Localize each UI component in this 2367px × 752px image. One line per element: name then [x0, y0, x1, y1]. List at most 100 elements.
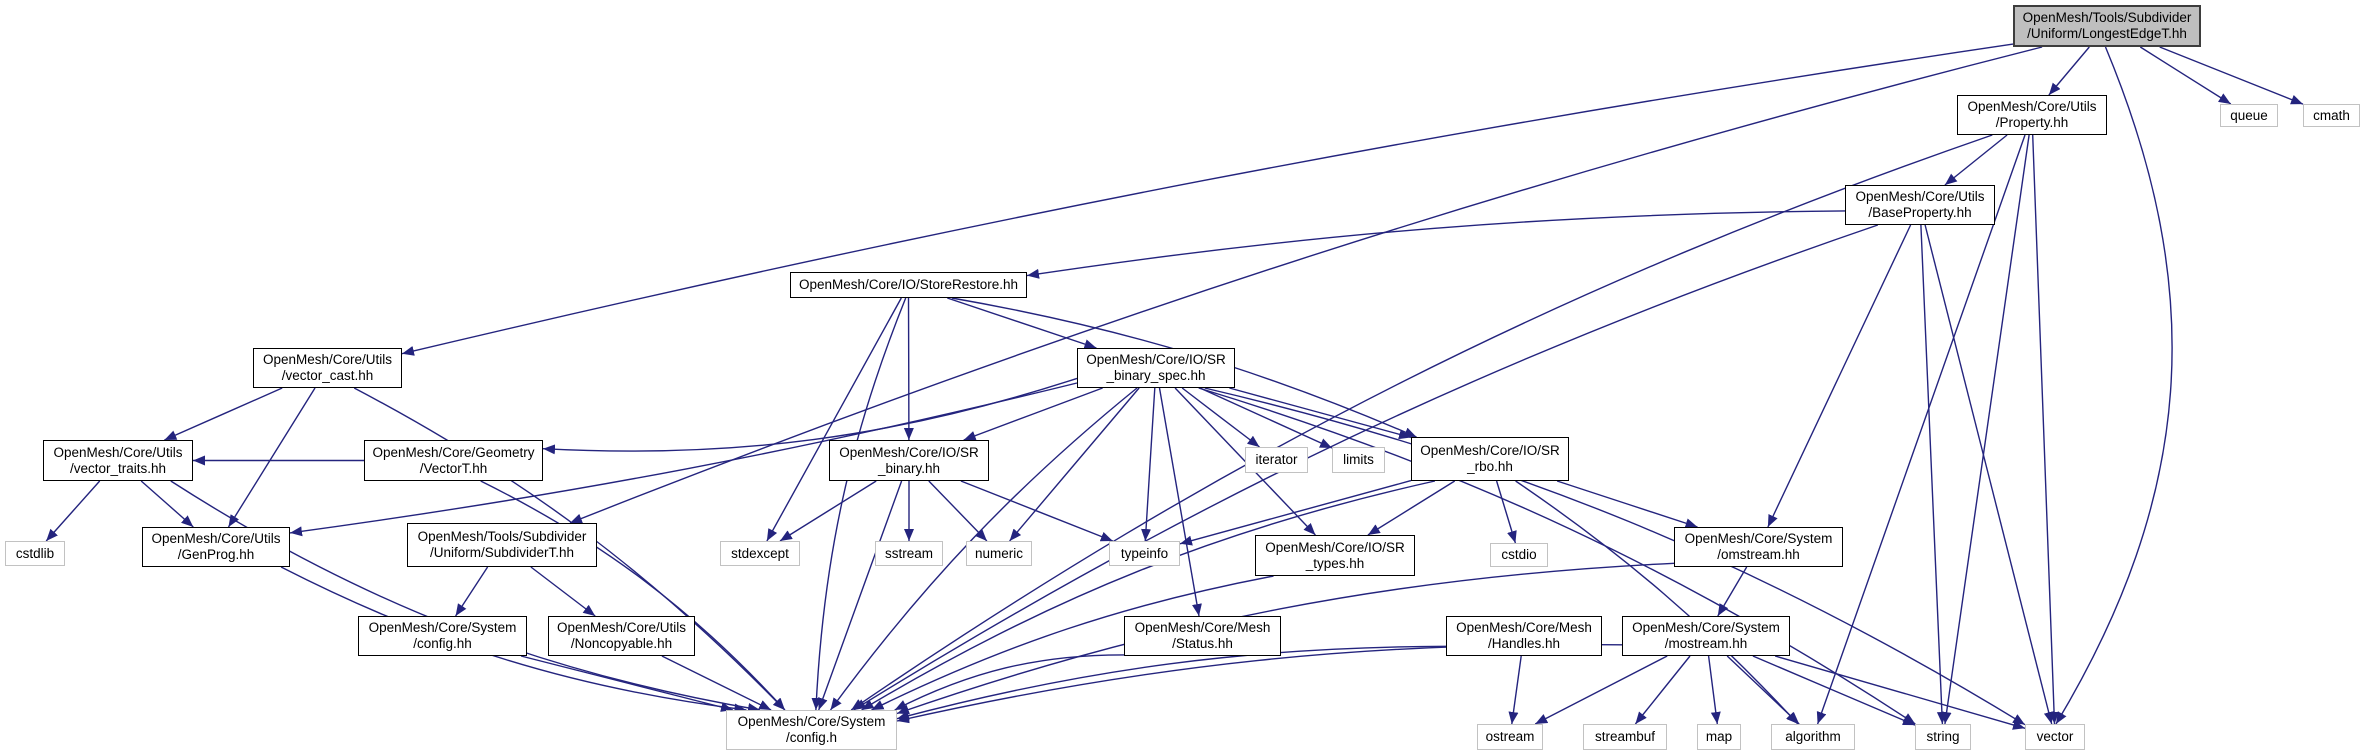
- graph-node-label: streambuf: [1594, 729, 1656, 744]
- graph-node-srrbo[interactable]: OpenMesh/Core/IO/SR _rbo.hh: [1411, 437, 1569, 481]
- edge-storerestore-to-configh: [811, 297, 907, 711]
- edge-vectortraits-to-genprog: [140, 480, 194, 528]
- edge-vectortraits-to-cstdlib: [45, 480, 101, 542]
- edge-omstream-to-configh: [896, 562, 1675, 715]
- graph-node-srbinaryspec[interactable]: OpenMesh/Core/IO/SR _binary_spec.hh: [1077, 348, 1235, 388]
- graph-node-srbinary[interactable]: OpenMesh/Core/IO/SR _binary.hh: [829, 440, 989, 481]
- graph-node-label: OpenMesh/Tools/Subdivider /Uniform/Longe…: [2022, 10, 2192, 41]
- graph-node-label: typeinfo: [1120, 545, 1169, 561]
- edge-srbinaryspec-to-string: [1198, 387, 1916, 725]
- graph-node-main: OpenMesh/Tools/Subdivider /Uniform/Longe…: [2013, 5, 2201, 47]
- graph-node-label: cstdio: [1501, 547, 1537, 562]
- graph-node-vectort[interactable]: OpenMesh/Core/Geometry /VectorT.hh: [364, 440, 543, 481]
- graph-node-label: OpenMesh/Core/Mesh /Handles.hh: [1456, 620, 1592, 651]
- edge-subdividert-to-noncopyable: [530, 566, 596, 617]
- edge-status-to-configh: [894, 654, 1125, 711]
- edge-srtypes-to-configh: [871, 575, 1274, 711]
- graph-node-label: OpenMesh/Core/Utils /Property.hh: [1967, 99, 2097, 130]
- graph-node-label: vector: [2036, 729, 2074, 744]
- graph-node-label: queue: [2230, 107, 2268, 123]
- graph-node-typeinfo: typeinfo: [1109, 541, 1180, 566]
- graph-node-label: OpenMesh/Core/Utils /vector_traits.hh: [53, 444, 183, 476]
- edge-vectort-to-configh: [480, 480, 786, 711]
- graph-node-subdividert[interactable]: OpenMesh/Tools/Subdivider /Uniform/Subdi…: [407, 523, 597, 567]
- graph-node-genprog[interactable]: OpenMesh/Core/Utils /GenProg.hh: [142, 527, 290, 567]
- graph-node-confighh[interactable]: OpenMesh/Core/System /config.hh: [358, 616, 527, 656]
- graph-node-label: string: [1926, 729, 1960, 744]
- graph-node-label: OpenMesh/Core/Mesh /Status.hh: [1134, 620, 1271, 651]
- graph-node-label: OpenMesh/Core/IO/SR _rbo.hh: [1420, 443, 1560, 474]
- graph-node-label: ostream: [1485, 729, 1535, 744]
- graph-node-baseproperty[interactable]: OpenMesh/Core/Utils /BaseProperty.hh: [1845, 185, 1995, 225]
- edge-srbinary-to-typeinfo: [960, 480, 1114, 542]
- graph-node-iterator: iterator: [1245, 447, 1308, 473]
- graph-node-vectorcast[interactable]: OpenMesh/Core/Utils /vector_cast.hh: [253, 348, 402, 388]
- edge-srbinaryspec-to-status: [1158, 387, 1202, 617]
- graph-node-label: iterator: [1255, 452, 1298, 467]
- edge-srrbo-to-omstream: [1556, 480, 1698, 529]
- edge-baseproperty-to-string: [1920, 224, 1947, 725]
- graph-node-cstdlib: cstdlib: [5, 541, 65, 566]
- graph-node-status[interactable]: OpenMesh/Core/Mesh /Status.hh: [1124, 616, 1281, 656]
- graph-node-srtypes[interactable]: OpenMesh/Core/IO/SR _types.hh: [1255, 535, 1415, 576]
- graph-node-label: OpenMesh/Core/System /mostream.hh: [1632, 620, 1780, 651]
- edge-srbinaryspec-to-typeinfo: [1141, 387, 1156, 542]
- graph-node-storerestore[interactable]: OpenMesh/Core/IO/StoreRestore.hh: [790, 272, 1027, 298]
- graph-node-ostream: ostream: [1477, 724, 1543, 750]
- edge-property-to-baseproperty: [1944, 134, 2008, 186]
- edge-handles-to-ostream: [1508, 655, 1522, 725]
- graph-node-mostream[interactable]: OpenMesh/Core/System /mostream.hh: [1622, 616, 1790, 656]
- edge-srbinaryspec-to-limits: [1199, 387, 1333, 449]
- edge-srbinaryspec-to-numeric: [1009, 387, 1140, 542]
- edge-mostream-to-vector: [1774, 655, 2026, 730]
- graph-node-omstream[interactable]: OpenMesh/Core/System /omstream.hh: [1674, 527, 1843, 567]
- edge-main-to-cmath: [2159, 46, 2304, 105]
- graph-node-label: OpenMesh/Core/IO/StoreRestore.hh: [798, 277, 1019, 292]
- edge-property-to-string: [1941, 134, 2030, 725]
- graph-node-label: algorithm: [1785, 729, 1841, 744]
- graph-node-property[interactable]: OpenMesh/Core/Utils /Property.hh: [1957, 95, 2107, 135]
- graph-node-numeric: numeric: [966, 541, 1032, 566]
- edge-property-to-algorithm: [1816, 134, 2026, 725]
- graph-node-label: OpenMesh/Core/Geometry /VectorT.hh: [372, 444, 535, 476]
- graph-node-cmath: cmath: [2303, 104, 2360, 127]
- graph-node-label: OpenMesh/Core/System /config.h: [737, 714, 886, 745]
- edge-subdividert-to-confighh: [455, 566, 489, 617]
- graph-node-map: map: [1697, 724, 1741, 750]
- edge-mostream-to-string: [1752, 655, 1916, 726]
- edge-vectortraits-to-configh: [170, 480, 761, 713]
- edge-property-to-vector: [2032, 134, 2060, 725]
- edge-srbinaryspec-to-vector: [1204, 387, 2026, 726]
- graph-node-label: OpenMesh/Core/System /omstream.hh: [1684, 531, 1833, 562]
- graph-node-label: OpenMesh/Core/Utils /vector_cast.hh: [262, 352, 393, 383]
- graph-node-handles[interactable]: OpenMesh/Core/Mesh /Handles.hh: [1446, 616, 1602, 656]
- edge-genprog-to-configh: [280, 566, 747, 714]
- edge-mostream-to-map: [1707, 655, 1721, 725]
- edge-main-to-queue: [2139, 46, 2232, 105]
- edge-srrbo-to-configh: [861, 480, 1436, 711]
- graph-node-sstream: sstream: [875, 541, 943, 566]
- graph-node-label: limits: [1343, 452, 1374, 467]
- graph-node-label: OpenMesh/Core/Utils /BaseProperty.hh: [1855, 189, 1985, 220]
- edge-srrbo-to-algorithm: [1515, 480, 1799, 725]
- graph-node-noncopyable[interactable]: OpenMesh/Core/Utils /Noncopyable.hh: [548, 616, 695, 656]
- edge-srrbo-to-cstdio: [1495, 480, 1517, 544]
- edge-handles-to-configh: [896, 645, 1447, 721]
- edge-srrbo-to-typeinfo: [1179, 479, 1412, 546]
- graph-node-label: OpenMesh/Core/IO/SR _types.hh: [1265, 539, 1405, 571]
- graph-node-label: OpenMesh/Tools/Subdivider /Uniform/Subdi…: [417, 529, 587, 560]
- edge-srbinaryspec-to-vectort: [542, 377, 1078, 455]
- edge-storerestore-to-stdexcept: [766, 297, 902, 542]
- edge-main-to-vectorcast: [401, 43, 2014, 356]
- graph-node-vectortraits[interactable]: OpenMesh/Core/Utils /vector_traits.hh: [43, 440, 193, 481]
- graph-node-streambuf: streambuf: [1583, 724, 1667, 750]
- graph-node-label: OpenMesh/Core/Utils /Noncopyable.hh: [556, 620, 687, 651]
- edge-srbinaryspec-to-srbinary: [963, 387, 1103, 441]
- graph-node-queue: queue: [2220, 104, 2278, 127]
- graph-node-limits: limits: [1332, 447, 1385, 473]
- edge-main-to-vector: [2055, 46, 2173, 725]
- edge-main-to-property: [2048, 46, 2090, 96]
- edge-vectorcast-to-genprog: [227, 387, 316, 528]
- edge-srrbo-to-srtypes: [1367, 480, 1456, 536]
